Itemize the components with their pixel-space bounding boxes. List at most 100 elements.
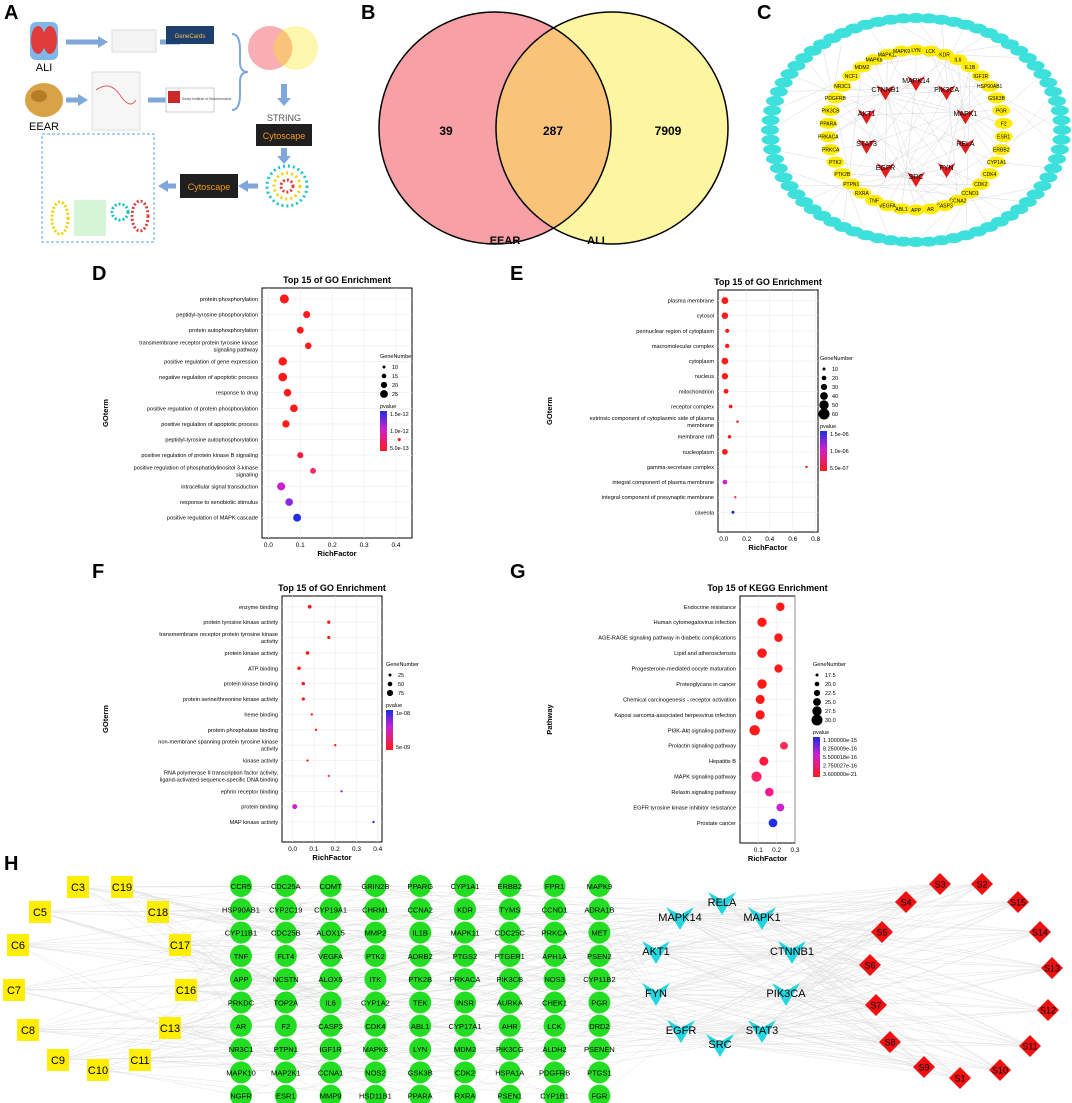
ppi-outer-node (795, 196, 814, 207)
y-category-label: protein phosphorylation (200, 297, 258, 303)
gene-node (409, 1061, 432, 1084)
ppi-outer-node (780, 181, 799, 191)
gene-node (364, 1061, 387, 1084)
gene-label: TYMS (499, 905, 520, 914)
h-edge (240, 1029, 763, 1096)
gene-node (543, 991, 566, 1014)
bubble (728, 404, 733, 409)
ppi-outer-node (1048, 96, 1067, 107)
size-legend-dot (380, 390, 388, 398)
gene-label: CYP11B2 (583, 975, 615, 984)
x-axis-label: RichFactor (748, 854, 787, 863)
sample-node (929, 873, 951, 895)
size-legend-label: 20 (392, 383, 398, 389)
ppi-middle-node (878, 48, 897, 60)
ppi-outer-node (787, 189, 806, 200)
gene-label: IGF1R (320, 1045, 343, 1054)
compound-label: C7 (7, 985, 21, 997)
h-edge (27, 1029, 600, 1096)
y-category-label: MAP kinase activity (230, 820, 279, 826)
size-legend-dot (381, 373, 387, 379)
h-edge (680, 1029, 925, 1068)
workflow-panel: ALI EEAR GeneCards Swiss Institute of Bi… (25, 22, 318, 243)
sample-label: S5 (876, 928, 887, 938)
y-category-label: nucleus (695, 374, 714, 380)
gene-node (230, 898, 252, 921)
compound-label: C3 (71, 882, 85, 894)
ppi-middle-label: IL6 (954, 58, 961, 64)
y-category-label: MAPK signaling pathway (674, 775, 736, 781)
panel-letter-h: H (4, 853, 19, 875)
size-legend-label: 25.0 (825, 700, 836, 706)
compound-node (3, 979, 25, 1001)
y-category-label: protein kinase binding (224, 682, 278, 688)
h-edge (791, 950, 925, 1068)
venn-left-outline (378, 11, 612, 245)
gene-label: ESR1 (276, 1092, 296, 1101)
gene-label: CYP19A1 (314, 905, 347, 914)
gene-node (543, 1084, 566, 1103)
h-edge (761, 916, 871, 966)
h-edge (655, 992, 1049, 1011)
size-legend-dot (820, 383, 828, 391)
gene-label: PIK3CG (496, 1045, 524, 1054)
ppi-edge (821, 54, 945, 216)
ppi-edge (915, 177, 971, 194)
h-edge (375, 992, 787, 1003)
sample-label: S9 (918, 1063, 929, 1073)
gene-label: CDC25C (495, 929, 526, 938)
ppi-edge (915, 81, 1004, 137)
y-category-label: Relaxin signaling pathway (671, 790, 736, 796)
bubble (731, 510, 735, 514)
gene-label: F2 (281, 1022, 290, 1031)
size-legend-dot (387, 681, 393, 687)
ppi-core-node (956, 138, 975, 154)
x-tick-label: 0.4 (373, 846, 382, 853)
gene-node (498, 1061, 521, 1084)
ppi-middle-label: LYN (911, 48, 921, 54)
gene-label: CCNA2 (407, 905, 432, 914)
ppi-core-label: AKT1 (858, 111, 876, 118)
mini-network-inner (279, 178, 295, 194)
bubble (751, 771, 762, 782)
ppi-outer-node (1052, 134, 1071, 145)
ppi-middle-label: MDM2 (855, 65, 870, 71)
final-gene-grid (74, 200, 106, 236)
y-category-label: Hepatitis B (709, 759, 736, 765)
gene-label: PTGS1 (587, 1068, 612, 1077)
ppi-core-label: CTNNB1 (871, 87, 899, 94)
h-edge (721, 901, 1041, 933)
gene-label: HSP90AB1 (222, 905, 260, 914)
gene-label: LCK (547, 1022, 562, 1031)
color-legend-label: 2.750027e-16 (823, 764, 857, 770)
compound-node (147, 901, 169, 923)
ppi-middle-label: GSK3B (988, 96, 1005, 102)
compound-label: C6 (11, 940, 25, 952)
color-legend-label: 1.0e-12 (390, 429, 409, 435)
h-edge (240, 901, 723, 957)
gene-node (588, 898, 611, 921)
ppi-middle-node (821, 144, 840, 156)
plot-frame (717, 289, 819, 533)
gene-node (409, 921, 432, 944)
hub-label: CTNNB1 (770, 946, 814, 958)
gene-label: HSD11B1 (359, 1092, 392, 1101)
h-edge (761, 1004, 877, 1031)
ppi-middle-label: PRKCA (822, 148, 840, 154)
ppi-middle-label: PTK2 (829, 160, 842, 166)
ppi-middle-label: CASP3 (936, 204, 953, 210)
gene-node (454, 1038, 476, 1061)
ppi-middle-node (826, 156, 845, 168)
h-edge (509, 950, 657, 1003)
final-hub-ring (110, 202, 130, 222)
ppi-core-label: MAPK14 (902, 78, 930, 85)
h-edge (655, 992, 1031, 1047)
sample-node (1007, 891, 1029, 913)
gene-node (409, 968, 432, 991)
ppi-outer-ring (761, 13, 1071, 247)
h-edge (139, 1059, 555, 1096)
gene-node (319, 1061, 342, 1084)
ppi-outer-node (1039, 77, 1058, 88)
ppi-edge (885, 91, 917, 211)
y-category-label: Human cytomegalovirus infection (654, 620, 736, 626)
